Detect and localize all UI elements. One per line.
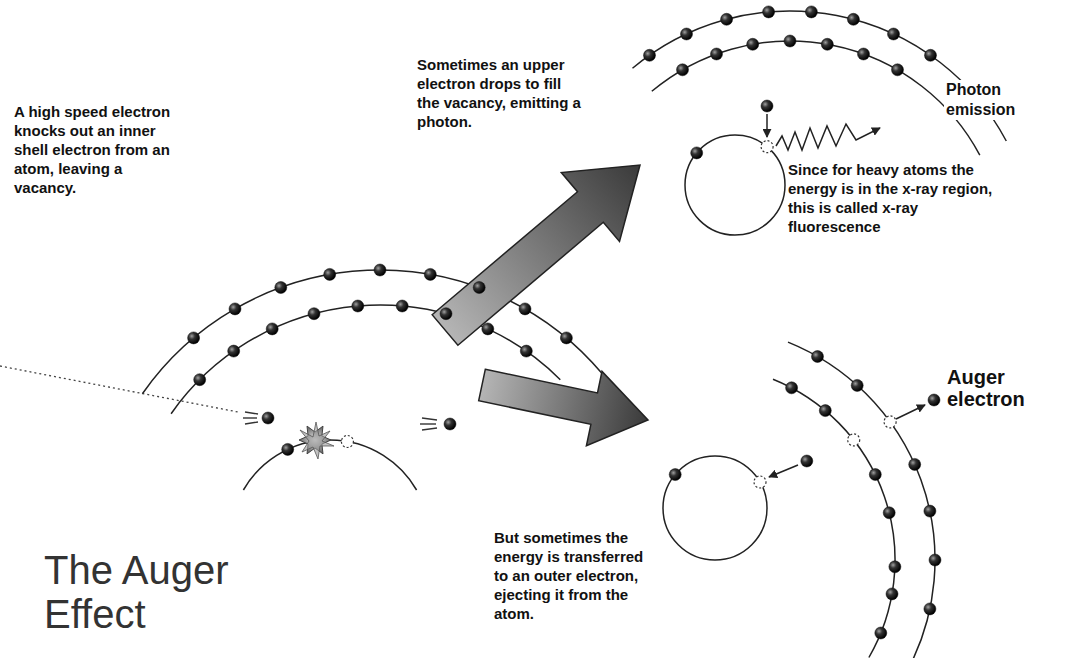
electron — [669, 469, 681, 481]
electron — [266, 323, 278, 335]
electron — [805, 6, 817, 18]
electron — [194, 374, 206, 386]
electron — [909, 458, 921, 470]
electron — [892, 64, 904, 76]
vacancy — [761, 141, 773, 153]
electron — [374, 264, 386, 276]
electron — [560, 332, 572, 344]
vacancy — [754, 476, 766, 488]
electron — [888, 28, 900, 40]
speed-line — [245, 422, 258, 424]
electron — [440, 308, 452, 320]
electron — [644, 49, 656, 61]
electron — [282, 443, 294, 455]
electron — [473, 282, 485, 294]
electron — [869, 469, 881, 481]
auger-electron-dot — [928, 394, 940, 406]
electron — [786, 382, 798, 394]
annotation-text: Photon emission — [944, 80, 1038, 120]
electron — [691, 147, 703, 159]
electron — [519, 303, 531, 315]
transition-arrow — [766, 114, 768, 137]
vacancy — [884, 416, 896, 428]
electron — [677, 64, 689, 76]
electron — [520, 345, 532, 357]
speed-line — [422, 428, 437, 430]
electron — [396, 300, 408, 312]
electron — [924, 603, 936, 615]
electron — [763, 6, 775, 18]
electron — [188, 332, 200, 344]
annotation-text: Sometimes an upper electron drops to fil… — [415, 55, 587, 131]
process-arrow — [479, 369, 648, 446]
speed-line — [422, 418, 437, 420]
shell-orbit — [652, 41, 980, 155]
electron — [784, 35, 796, 47]
electron — [228, 345, 240, 357]
inner-shell-orbit — [663, 456, 767, 560]
electron — [851, 379, 863, 391]
electron — [482, 323, 494, 335]
electron — [886, 588, 898, 600]
electron — [721, 13, 733, 25]
electron — [711, 48, 723, 60]
diagram-title: The Auger Effect — [42, 548, 276, 636]
electron — [847, 13, 859, 25]
electron — [924, 505, 936, 517]
speed-line — [420, 423, 436, 424]
inner-shell-orbit — [243, 440, 416, 490]
moving-electron — [801, 455, 813, 467]
annotation-text: Auger electron — [945, 366, 1061, 410]
electron — [858, 48, 870, 60]
electron — [883, 507, 895, 519]
shell-orbit — [788, 342, 935, 658]
electron — [275, 282, 287, 294]
shell-orbit — [142, 270, 602, 394]
electron-path — [0, 366, 238, 412]
ejection-arrow — [896, 405, 925, 419]
electron — [747, 38, 759, 50]
transition-arrow — [769, 465, 798, 477]
electron — [424, 268, 436, 280]
annotation-text: But sometimes the energy is transferred … — [492, 528, 660, 623]
dropping-electron — [761, 100, 773, 112]
incoming-electron — [262, 412, 274, 424]
electron — [324, 268, 336, 280]
vacancy — [848, 434, 860, 446]
electron — [821, 38, 833, 50]
electron — [889, 561, 901, 573]
annotation-text: A high speed electron knocks out an inne… — [12, 102, 188, 197]
shell-orbit — [773, 379, 895, 657]
shell-orbit — [633, 11, 1007, 141]
electron — [308, 308, 320, 320]
photon-wave — [776, 124, 880, 150]
process-arrow — [432, 165, 640, 345]
electron — [925, 49, 937, 61]
inner-shell-orbit — [685, 135, 785, 235]
electron — [875, 627, 887, 639]
electron — [819, 405, 831, 417]
ejected-electron — [444, 418, 456, 430]
electron — [229, 303, 241, 315]
electron — [812, 351, 824, 363]
annotation-text: Since for heavy atoms the energy is in t… — [786, 160, 995, 236]
electron — [929, 554, 941, 566]
collision-burst — [300, 422, 334, 459]
vacancy — [341, 436, 353, 448]
electron — [681, 28, 693, 40]
speed-line — [243, 417, 257, 418]
electron — [352, 300, 364, 312]
speed-line — [245, 412, 258, 414]
